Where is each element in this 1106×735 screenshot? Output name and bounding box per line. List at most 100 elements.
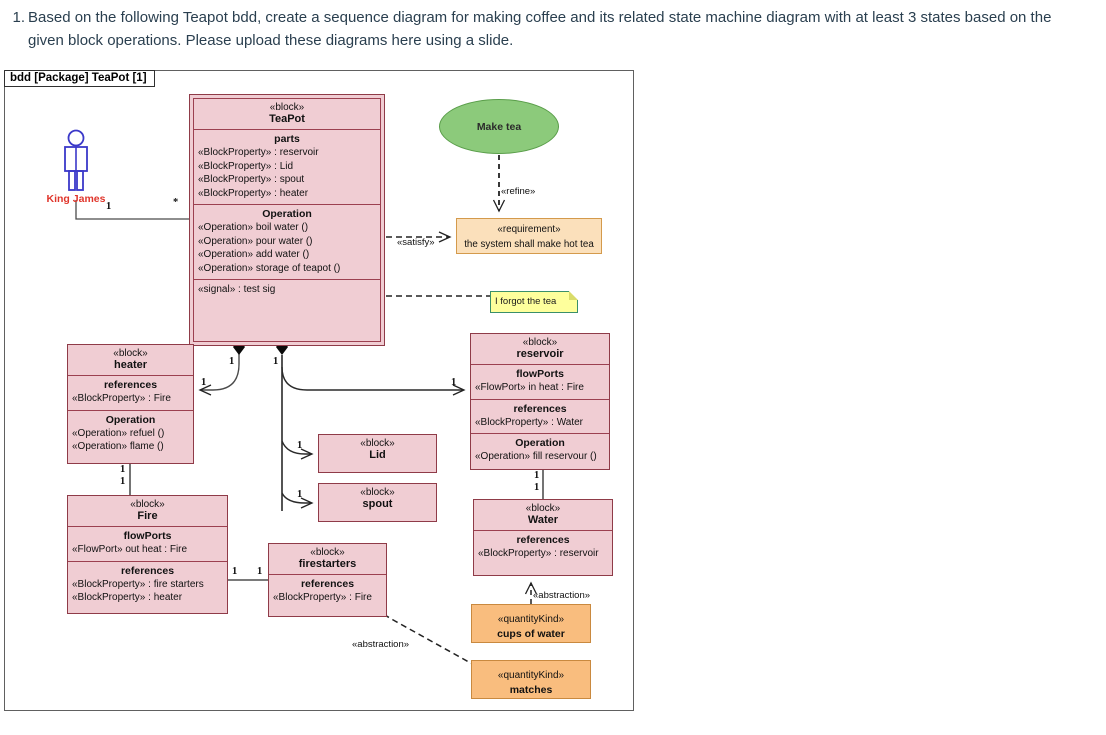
question-line-2: given block operations. Please upload th… [28,32,514,49]
heater-operation-header: Operation [105,413,156,426]
question-body: Based on the following Teapot bdd, creat… [28,6,1100,52]
teapot-part-row: «BlockProperty» : heater [198,187,309,199]
teapot-signal-compartment: «signal» : test sig [194,280,380,331]
fire-name-compartment: «block» Fire [68,496,227,527]
teapot-part-row: «BlockProperty» : reservoir [198,147,319,158]
teapot-operation-row: «Operation» pour water () [198,235,313,247]
actor-stick-figure-icon [64,129,88,191]
quantitykind-cups-of-water[interactable]: «quantityKind» cups of water [471,604,591,643]
qk-name: cups of water [497,628,565,640]
mult-reservoir-end: 1 [451,377,457,388]
teapot-operation-header: Operation [262,208,312,220]
block-fire[interactable]: «block» Fire flowPorts «FlowPort» out he… [67,495,228,614]
mult-fire-firestarters-src: 1 [232,566,238,577]
block-firestarters[interactable]: «block» firestarters references «BlockPr… [268,543,387,617]
fire-stereotype: «block» [130,499,165,510]
heater-name-compartment: «block» heater [68,345,193,376]
firestarters-reference-row: «BlockProperty» : Fire [273,592,372,603]
teapot-stereotype: «block» [269,102,305,113]
block-spout[interactable]: «block» spout [318,483,437,522]
requirement-box[interactable]: «requirement» the system shall make hot … [456,218,602,254]
water-name: Water [527,514,559,526]
firestarters-stereotype: «block» [310,547,345,558]
lid-name: Lid [369,449,386,461]
note-text: I forgot the tea [495,296,557,307]
reservoir-stereotype: «block» [522,337,558,348]
water-references-header: references [516,534,570,546]
teapot-name: TeaPot [269,113,305,125]
spout-stereotype: «block» [360,487,395,498]
teapot-signal-row: «signal» : test sig [198,284,276,295]
relation-label-refine: «refine» [501,186,536,197]
actor-label: King James [46,193,106,205]
bdd-diagram-frame: bdd [Package] TeaPot [1] [4,70,634,711]
relation-label-abstraction-firestarters: «abstraction» [352,639,410,650]
diagram-frame-label: bdd [Package] TeaPot [1] [4,70,155,87]
reservoir-name-compartment: «block» reservoir [471,334,609,365]
teapot-operation-row: «Operation» add water () [198,249,310,260]
fire-flowports-header: flowPorts [123,530,172,542]
usecase-make-tea[interactable]: Make tea [439,99,559,154]
heater-references-header: references [103,379,158,391]
lid-name-compartment: «block» Lid [319,435,436,465]
firestarters-references-compartment: references «BlockProperty» : Fire [269,575,386,609]
reservoir-references-compartment: references «BlockProperty» : Water [471,400,609,434]
reservoir-reference-row: «BlockProperty» : Water [475,416,584,428]
mult-actor-end: 1 [106,201,112,212]
heater-operation-row: «Operation» flame () [72,441,164,452]
mult-heater-fire-b: 1 [120,476,126,487]
heater-reference-row: «BlockProperty» : Fire [72,393,171,404]
quantitykind-matches[interactable]: «quantityKind» matches [471,660,591,699]
water-references-compartment: references «BlockProperty» : reservoir [474,531,612,565]
teapot-name-compartment: «block» TeaPot [194,99,380,130]
block-water[interactable]: «block» Water references «BlockProperty»… [473,499,613,576]
mult-spout-end: 1 [297,489,303,500]
reservoir-references-header: references [513,402,567,415]
lid-stereotype: «block» [360,438,395,449]
fire-references-compartment: references «BlockProperty» : fire starte… [68,562,227,609]
teapot-parts-compartment: parts «BlockProperty» : reservoir «Block… [194,130,380,205]
fire-reference-row: «BlockProperty» : heater [72,592,183,603]
mult-teapot-parts-src: 1 [273,356,279,367]
fire-name: Fire [137,510,158,522]
reservoir-operation-row: «Operation» fill reservour () [475,451,597,462]
qk-stereotype: «quantityKind» [497,614,565,625]
heater-name: heater [113,359,148,371]
spout-name-compartment: «block» spout [319,484,436,514]
teapot-operation-row: «Operation» storage of teapot () [198,262,341,274]
requirement-text: the system shall make hot tea [464,239,594,250]
question-line-1: Based on the following Teapot bdd, creat… [28,9,1052,26]
reservoir-flowports-compartment: flowPorts «FlowPort» in heat : Fire [471,365,609,400]
block-lid[interactable]: «block» Lid [318,434,437,473]
mult-heater-end: 1 [201,377,207,388]
mult-teapot-heater-src: 1 [229,356,235,367]
block-teapot[interactable]: «block» TeaPot parts «BlockProperty» : r… [189,94,385,346]
question-number: 1. [12,9,25,26]
heater-stereotype: «block» [113,348,148,359]
teapot-operation-compartment: Operation «Operation» boil water () «Ope… [194,205,380,280]
block-reservoir[interactable]: «block» reservoir flowPorts «FlowPort» i… [470,333,610,470]
water-name-compartment: «block» Water [474,500,612,531]
relation-label-satisfy: «satisfy» [397,237,435,248]
mult-heater-fire-a: 1 [120,464,126,475]
mult-reservoir-water-a: 1 [534,470,540,481]
teapot-operation-row: «Operation» boil water () [198,222,309,233]
fire-references-header: references [120,564,175,577]
reservoir-operation-header: Operation [515,437,565,449]
heater-references-compartment: references «BlockProperty» : Fire [68,376,193,411]
qk-name: matches [509,684,553,696]
fire-reference-row: «BlockProperty» : fire starters [72,578,204,590]
question-text: 1. Based on the following Teapot bdd, cr… [0,6,1100,52]
mult-lid-end: 1 [297,440,303,451]
reservoir-operation-compartment: Operation «Operation» fill reservour () [471,434,609,468]
usecase-label: Make tea [476,120,522,133]
note-box[interactable]: I forgot the tea [490,291,578,313]
mult-reservoir-water-b: 1 [534,482,540,493]
reservoir-flowports-header: flowPorts [516,368,564,380]
water-reference-row: «BlockProperty» : reservoir [478,548,599,559]
fire-flowports-compartment: flowPorts «FlowPort» out heat : Fire [68,527,227,562]
block-heater[interactable]: «block» heater references «BlockProperty… [67,344,194,464]
firestarters-name-compartment: «block» firestarters [269,544,386,575]
qk-stereotype: «quantityKind» [497,670,565,681]
